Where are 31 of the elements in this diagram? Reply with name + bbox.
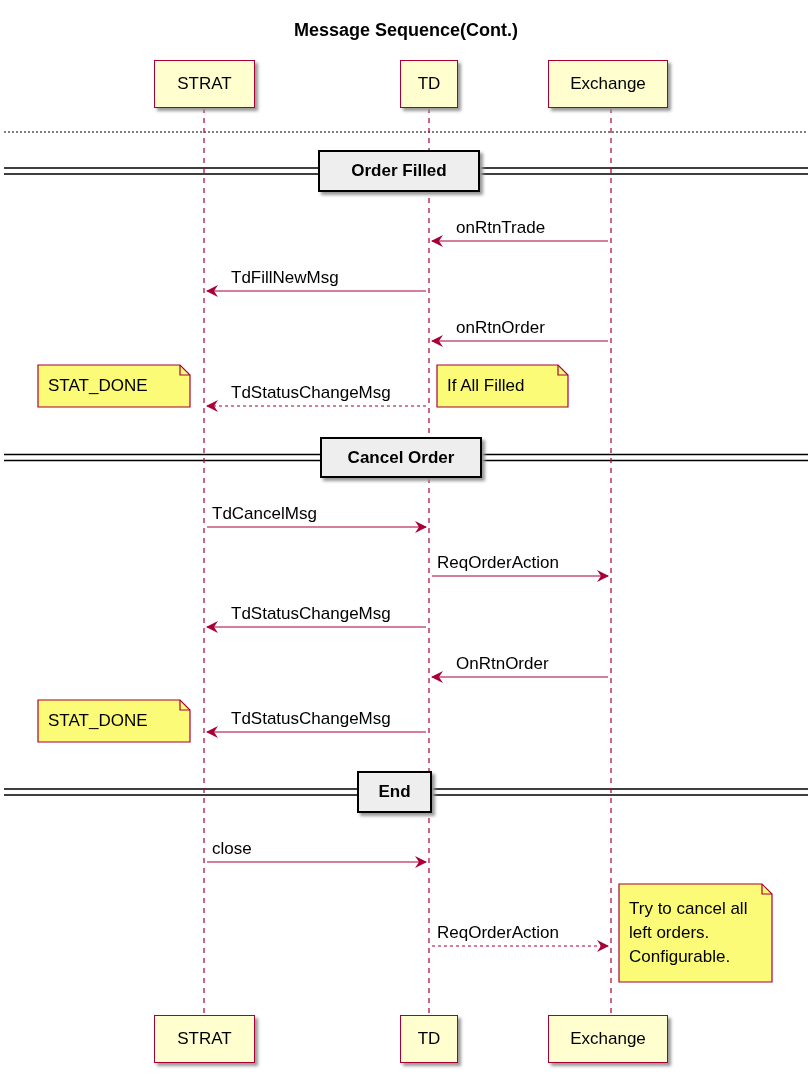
message-arrow: [206, 400, 427, 412]
note: STAT_DONE: [38, 365, 190, 407]
message-arrow: [431, 335, 609, 347]
edge-label: TdStatusChangeMsg: [231, 710, 391, 728]
participant-box: STRAT: [154, 1015, 255, 1063]
edge-label: TdCancelMsg: [212, 505, 317, 523]
edge-label: TdFillNewMsg: [231, 269, 339, 287]
edge-label: ReqOrderAction: [437, 554, 559, 572]
lifeline: [608, 108, 614, 1015]
message-arrow: [206, 621, 427, 633]
diagram-title: Message Sequence(Cont.): [292, 20, 520, 41]
message-arrow: [431, 940, 609, 952]
message-arrow: [431, 235, 609, 247]
message-arrow: [206, 521, 427, 533]
note: If All Filled: [437, 365, 568, 407]
message-arrow: [206, 856, 427, 868]
message-arrow: [206, 285, 427, 297]
participant-box: TD: [400, 1015, 458, 1063]
edge-label: TdStatusChangeMsg: [231, 384, 391, 402]
participant-box: TD: [400, 60, 458, 108]
edge-label: TdStatusChangeMsg: [231, 605, 391, 623]
participant-box: STRAT: [154, 60, 255, 108]
participant-box: Exchange: [548, 1015, 668, 1063]
message-arrow: [431, 671, 609, 683]
message-arrow: [206, 726, 427, 738]
edge-label: ReqOrderAction: [437, 924, 559, 942]
participant-box: Exchange: [548, 60, 668, 108]
message-arrow: [431, 570, 609, 582]
note: Try to cancel all left orders. Configurable.: [619, 884, 772, 982]
lifeline: [201, 108, 207, 1015]
note: STAT_DONE: [38, 700, 190, 742]
